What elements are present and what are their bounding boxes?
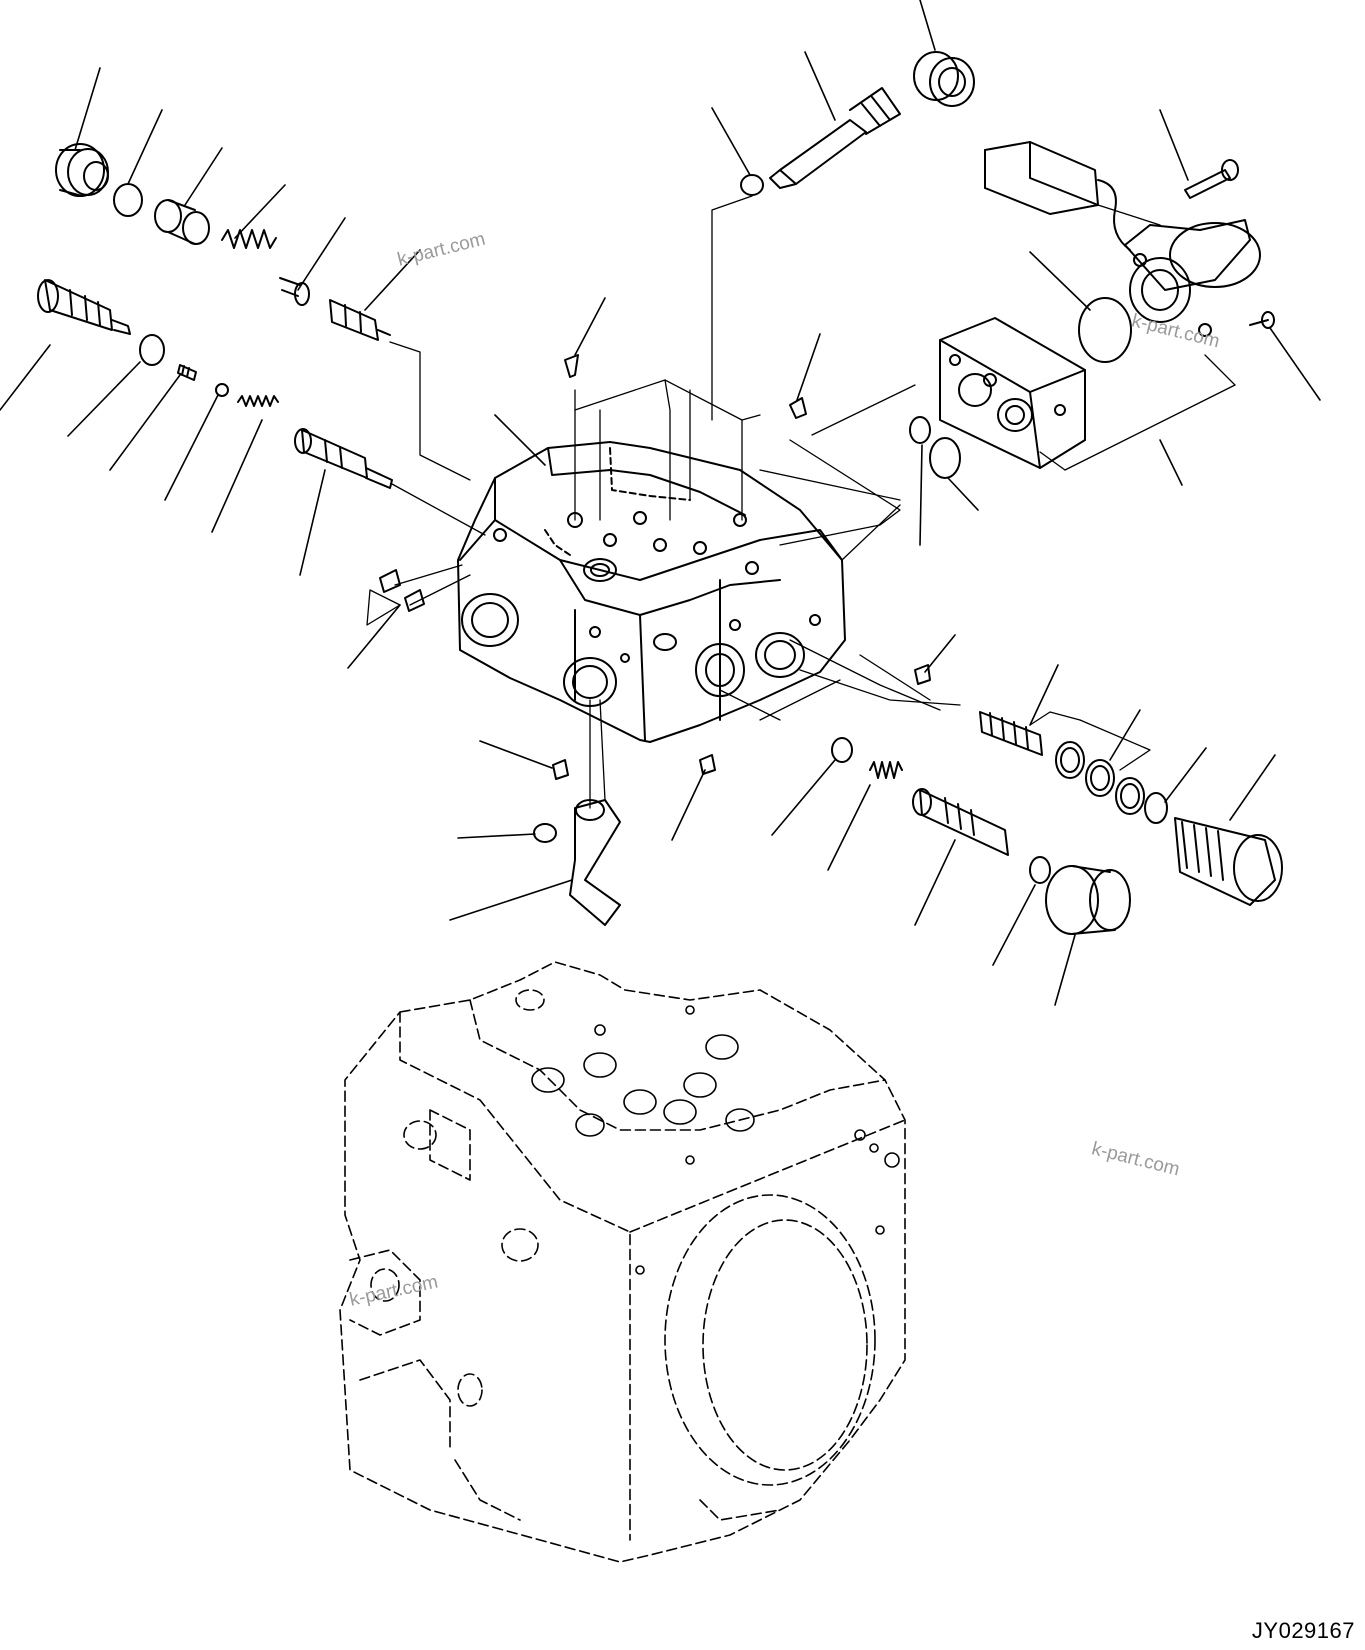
- spool-1: [329, 299, 391, 341]
- piston: [294, 428, 393, 489]
- plug-left-2: [404, 589, 425, 612]
- spring-1: [221, 229, 277, 249]
- pump-case-ports: [531, 1005, 900, 1275]
- retainer: [279, 277, 310, 306]
- bolt-solenoid: [1184, 159, 1239, 199]
- spring-2: [237, 395, 279, 407]
- screw-solenoid: [1249, 311, 1275, 329]
- solenoid-coil: [1124, 219, 1261, 337]
- bushing: [533, 823, 557, 843]
- o-ring-1: [113, 183, 143, 217]
- plug-top-center: [564, 354, 579, 378]
- mount-block: [939, 317, 1086, 469]
- piston-right: [912, 788, 1009, 856]
- cap-right: [1045, 865, 1131, 935]
- plug-right-small: [914, 664, 931, 685]
- pump-case-outline: [339, 961, 906, 1563]
- valve-body: [457, 441, 846, 743]
- spool-top: [769, 87, 901, 189]
- drawing-code: JY029167: [1251, 1618, 1355, 1643]
- plug-small-top: [740, 174, 764, 196]
- sleeve: [154, 199, 210, 245]
- o-ring-solenoid: [1078, 297, 1132, 363]
- valve-cartridge: [1174, 817, 1283, 906]
- o-ring-right-2: [1029, 856, 1051, 884]
- o-ring-block-1: [909, 416, 931, 444]
- plug-upper-left: [55, 143, 109, 197]
- plug-top-right: [789, 397, 807, 419]
- screw-small: [177, 364, 197, 381]
- spool-right: [979, 711, 1043, 756]
- o-ring-block-2: [929, 437, 961, 479]
- ball: [215, 383, 229, 397]
- plug-left-1: [379, 569, 401, 593]
- assembly-lines: [366, 195, 1236, 809]
- o-ring-2: [139, 334, 165, 366]
- plug-bottom-2: [699, 754, 716, 775]
- plug-middle-left: [37, 279, 131, 335]
- plug-right: [831, 737, 853, 763]
- lever-arm: [569, 799, 621, 926]
- o-ring-right: [1144, 792, 1168, 824]
- leader-lines: [0, 0, 1321, 1006]
- plug-bottom-1: [552, 759, 569, 780]
- collar-top: [913, 51, 975, 107]
- solenoid-connector: [984, 141, 1131, 251]
- seal-rings: [1055, 741, 1145, 815]
- spring-right: [869, 761, 903, 779]
